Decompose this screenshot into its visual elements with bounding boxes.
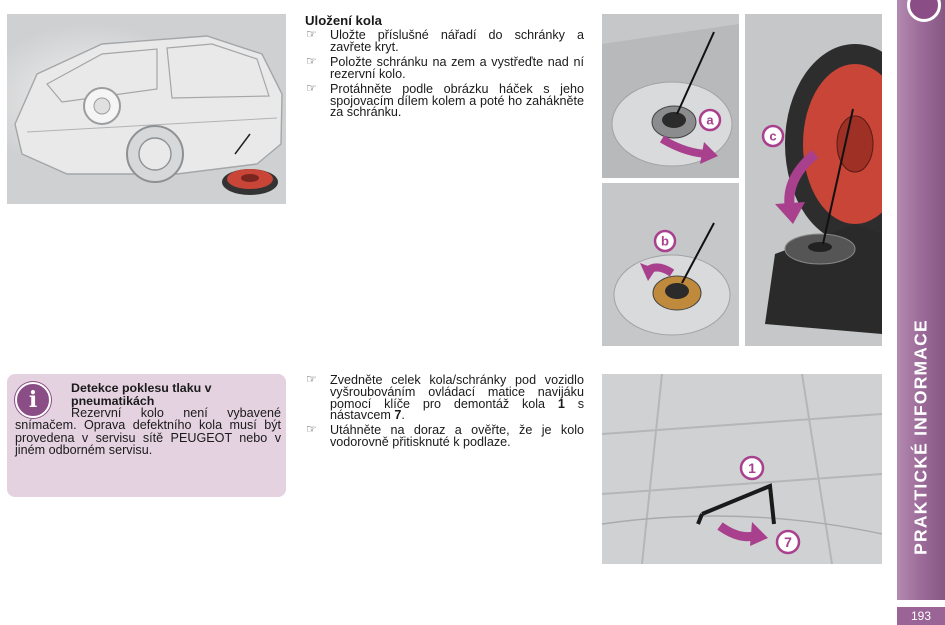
steps-list-bottom: ☞Zvedněte celek kola/schránky pod vozidl…	[305, 372, 584, 452]
pointing-hand-icon: ☞	[306, 53, 317, 68]
key-extension-drawing: 1 7	[602, 374, 882, 564]
illustration-step-c: c	[745, 14, 882, 346]
info-text: Rezervní kolo není vybavené snímačem. Op…	[15, 406, 281, 457]
callout-c: c	[769, 129, 776, 144]
chapter-logo-icon	[907, 0, 941, 22]
illustration-step-a: a	[602, 14, 739, 178]
pointing-hand-icon: ☞	[306, 27, 317, 41]
pointing-hand-icon: ☞	[306, 372, 317, 386]
chapter-label: PRAKTICKÉ INFORMACE	[910, 319, 931, 555]
page-number: 193	[897, 607, 945, 625]
list-item: ☞Zvedněte celek kola/schránky pod vozidl…	[306, 372, 584, 423]
wheel-over-box-drawing: c	[745, 14, 882, 346]
illustration-step-b: b	[602, 183, 739, 346]
car-drawing	[7, 14, 286, 204]
steps-list-top: ☞Uložte příslušné nářadí do schránky a z…	[305, 27, 584, 122]
pointing-hand-icon: ☞	[306, 422, 317, 437]
illustration-wheel-raise: 1 7	[602, 374, 882, 564]
callout-7: 7	[784, 534, 792, 550]
info-title: Detekce poklesu tlaku v pneumatikách	[71, 381, 212, 408]
info-icon: i	[15, 382, 51, 418]
hook-step-b-drawing: b	[602, 183, 739, 346]
chapter-side-tab	[897, 0, 945, 600]
callout-b: b	[661, 234, 669, 249]
illustration-car-spare-wheel	[7, 14, 286, 204]
list-item: ☞Protáhněte podle obrázku háček s jeho s…	[306, 80, 584, 120]
section-title: Uložení kola	[305, 13, 382, 28]
info-box-pressure-detection: i Detekce poklesu tlaku v pneumatikách R…	[7, 374, 286, 497]
hook-step-a-drawing: a	[602, 14, 739, 178]
callout-a: a	[706, 113, 714, 128]
list-item: ☞Utáhněte na doraz a ověřte, že je kolo …	[306, 422, 584, 450]
pointing-hand-icon: ☞	[306, 80, 317, 95]
callout-1: 1	[748, 460, 756, 476]
list-item: ☞Uložte příslušné nářadí do schránky a z…	[306, 27, 584, 54]
list-item: ☞Položte schránku na zem a vystřeďte nad…	[306, 53, 584, 81]
